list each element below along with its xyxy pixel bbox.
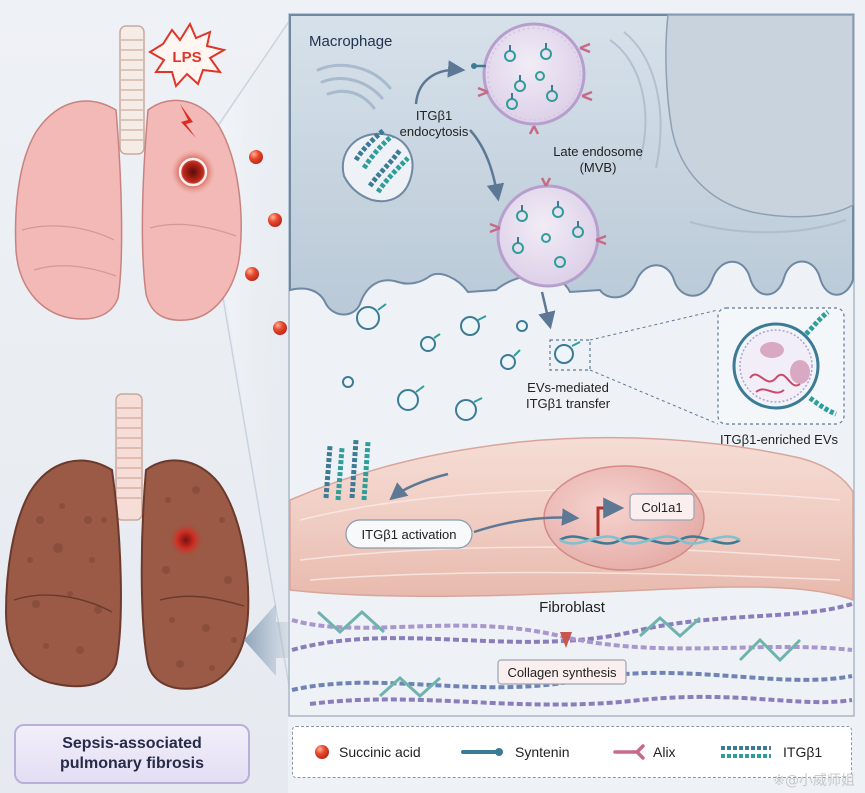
col1a1-label: Col1a1 <box>641 500 682 515</box>
legend-syntenin: Syntenin <box>461 743 569 761</box>
itgb1-activation-label: ITGβ1 activation <box>362 527 457 542</box>
legend-syntenin-label: Syntenin <box>515 744 570 760</box>
ev-uptake-arrow <box>389 472 449 501</box>
fibroblast-label: Fibroblast <box>539 599 606 616</box>
collagen-fibrils <box>316 609 802 699</box>
succinic-acid-ball <box>245 267 259 281</box>
fibrotic-right-lobe <box>4 459 122 688</box>
lps-burst-icon <box>148 21 227 88</box>
late-endosome-label-2: (MVB) <box>580 160 617 175</box>
healthy-lung: LPS <box>14 21 242 321</box>
golgi <box>316 63 392 110</box>
succinic-acid-ball <box>268 213 282 227</box>
itgb1-receptors-fibroblast <box>323 439 371 501</box>
fibrotic-lesion <box>168 522 204 558</box>
ev-focus-box <box>549 339 591 371</box>
trachea-fibrotic <box>115 393 143 521</box>
late-endosome-label-1: Late endosome <box>553 144 643 159</box>
collagen-synthesis-box <box>497 659 627 685</box>
lps-lesion <box>171 150 215 194</box>
macrophage-label: Macrophage <box>309 33 392 50</box>
alix-icon <box>613 744 645 760</box>
macrophage-nucleus <box>665 14 854 218</box>
big-left-arrow <box>244 604 290 676</box>
fibrotic-lung <box>4 393 250 690</box>
legend-alix: Alix <box>611 743 676 761</box>
legend-itgb1: ITGβ1 <box>717 743 822 761</box>
itgb1-enriched-ev-inset <box>717 307 845 425</box>
mvb-arrow <box>469 129 505 202</box>
legend-succinic-acid: Succinic acid <box>313 743 421 761</box>
transcription-arrow <box>596 497 625 536</box>
legend: Succinic acid Syntenin Alix ITGβ1 <box>292 726 852 778</box>
legend-itgb1-label: ITGβ1 <box>783 744 823 760</box>
collagen-synthesis-label: Collagen synthesis <box>507 665 617 680</box>
activation-arrow <box>473 508 580 534</box>
synthesis-arrow-icon <box>560 632 572 648</box>
lightning-icon <box>180 104 196 138</box>
title-box: Sepsis-associated pulmonary fibrosis <box>14 724 250 784</box>
succinic-acid-ball <box>249 150 263 164</box>
evs-mediated-label-2: ITGβ1 transfer <box>526 396 611 411</box>
succinic-acid-icon <box>315 745 329 759</box>
late-endosome-2 <box>489 177 607 288</box>
itgb1-activation-box <box>345 519 473 549</box>
lps-label: LPS <box>172 49 201 66</box>
title-line-1: Sepsis-associated <box>62 735 202 752</box>
release-arrow <box>538 291 556 330</box>
endocytosis-label-2: endocytosis <box>400 124 469 139</box>
legend-alix-label: Alix <box>653 744 676 760</box>
itgb1-receptors-pocket <box>353 128 410 194</box>
itgb1-icon <box>721 746 771 758</box>
itgb1-enriched-evs-label: ITGβ1-enriched EVs <box>720 432 839 447</box>
dna-helix <box>559 535 741 545</box>
syntenin-icon <box>461 748 503 756</box>
endocytosis-label-1: ITGβ1 <box>416 108 452 123</box>
late-endosome-1 <box>471 22 593 135</box>
left-lung-lobe <box>141 99 242 321</box>
title-line-2: pulmonary fibrosis <box>59 755 205 772</box>
right-lung-lobe <box>14 100 123 320</box>
evs-mediated-label-1: EVs-mediated <box>527 380 609 395</box>
endocytosis-arrow <box>414 60 466 105</box>
trachea-rings <box>121 39 143 141</box>
succinic-acid-ball <box>273 321 287 335</box>
watermark: ※@小威师姐 <box>773 773 855 789</box>
legend-succinic-acid-label: Succinic acid <box>339 744 421 760</box>
col1a1-box <box>629 493 695 521</box>
